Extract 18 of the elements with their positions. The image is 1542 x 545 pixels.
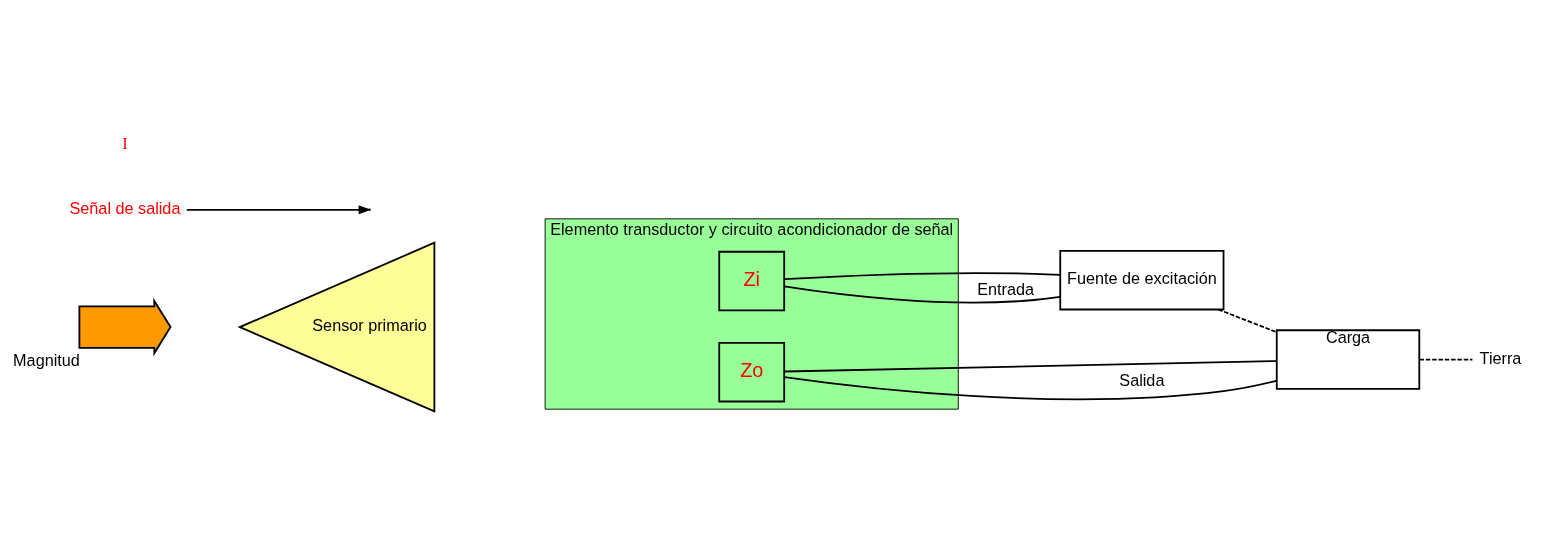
- connector: [783, 272, 1062, 280]
- edge-label: Salida: [1119, 371, 1165, 390]
- connector: [783, 360, 1278, 373]
- node-text: Señal de salida: [69, 198, 181, 217]
- connector: [783, 376, 1278, 401]
- node-box: Zi: [718, 250, 786, 312]
- connector: [1418, 358, 1474, 361]
- arrow: [185, 205, 372, 215]
- label: I: [122, 134, 128, 153]
- connector: [783, 285, 1061, 304]
- node-box: Zo: [718, 341, 786, 403]
- node-box: Carga: [1275, 329, 1421, 390]
- connector: [1217, 308, 1278, 334]
- node-box: Fuente de excitación: [1059, 249, 1225, 311]
- edge-label: Entrada: [977, 279, 1035, 298]
- node-label: Magnitud: [13, 351, 80, 370]
- node-text: Tierra: [1479, 348, 1522, 367]
- node-arrow: [78, 297, 172, 357]
